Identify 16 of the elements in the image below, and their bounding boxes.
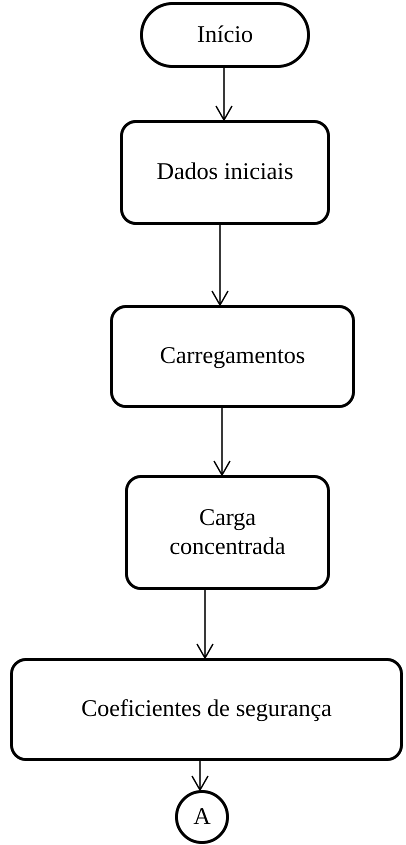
arrow	[196, 590, 214, 659]
node-label: Início	[197, 20, 253, 50]
process-box	[125, 475, 330, 590]
node-label: Carga concentrada	[168, 504, 286, 562]
node-label: Carregamentos	[160, 342, 306, 371]
arrow	[213, 408, 231, 476]
node-label: Coeficientes de segurança	[81, 695, 332, 724]
process-box	[10, 658, 403, 761]
node-label: A	[193, 802, 211, 832]
arrow	[215, 68, 233, 121]
arrow	[191, 761, 209, 791]
process-box	[110, 305, 355, 408]
node-label: Dados iniciais	[156, 158, 294, 187]
arrow	[211, 225, 229, 306]
connector-circle	[175, 790, 229, 844]
process-box	[120, 120, 330, 225]
